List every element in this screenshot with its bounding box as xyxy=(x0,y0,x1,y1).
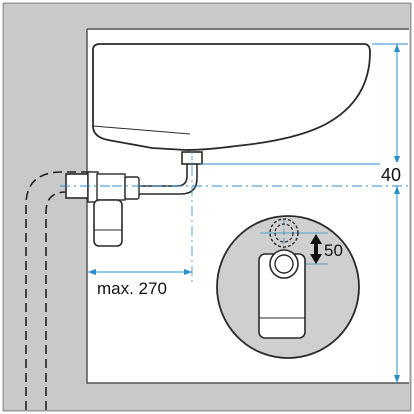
wall-top xyxy=(5,5,409,29)
vertical-dim-lower-arrow-top xyxy=(394,186,400,194)
max-distance-label-bg xyxy=(95,276,191,298)
vertical-adjust-double-arrow xyxy=(310,234,322,264)
washbasin xyxy=(92,43,371,151)
wall-inner-edge xyxy=(86,28,409,384)
trap-body-top xyxy=(96,173,126,201)
inset-upper-position-dashed xyxy=(269,218,299,248)
trap-nut-right xyxy=(124,176,140,200)
trap-cup xyxy=(93,199,123,247)
inset-pipe-inner xyxy=(274,254,294,274)
height-offset-label: 40 xyxy=(381,165,401,185)
horizontal-dim-arrow-right xyxy=(184,269,192,275)
vertical-adjust-label: 50 xyxy=(324,241,343,260)
vertical-dim-upper-arrow-bottom xyxy=(394,156,400,164)
max-distance-label: max. 270 xyxy=(97,279,167,298)
drain-pipe-dashed-outer xyxy=(25,171,95,410)
floor-strip xyxy=(87,383,409,410)
vertical-dim-lower-arrow-bottom xyxy=(394,375,400,383)
height-offset-label-bg xyxy=(380,162,408,184)
vertical-dim-upper-arrow-top xyxy=(394,44,400,52)
basin-base-line xyxy=(92,125,191,135)
inset-upper-position-inner xyxy=(274,223,294,243)
horizontal-dim-arrow-left xyxy=(88,269,96,275)
